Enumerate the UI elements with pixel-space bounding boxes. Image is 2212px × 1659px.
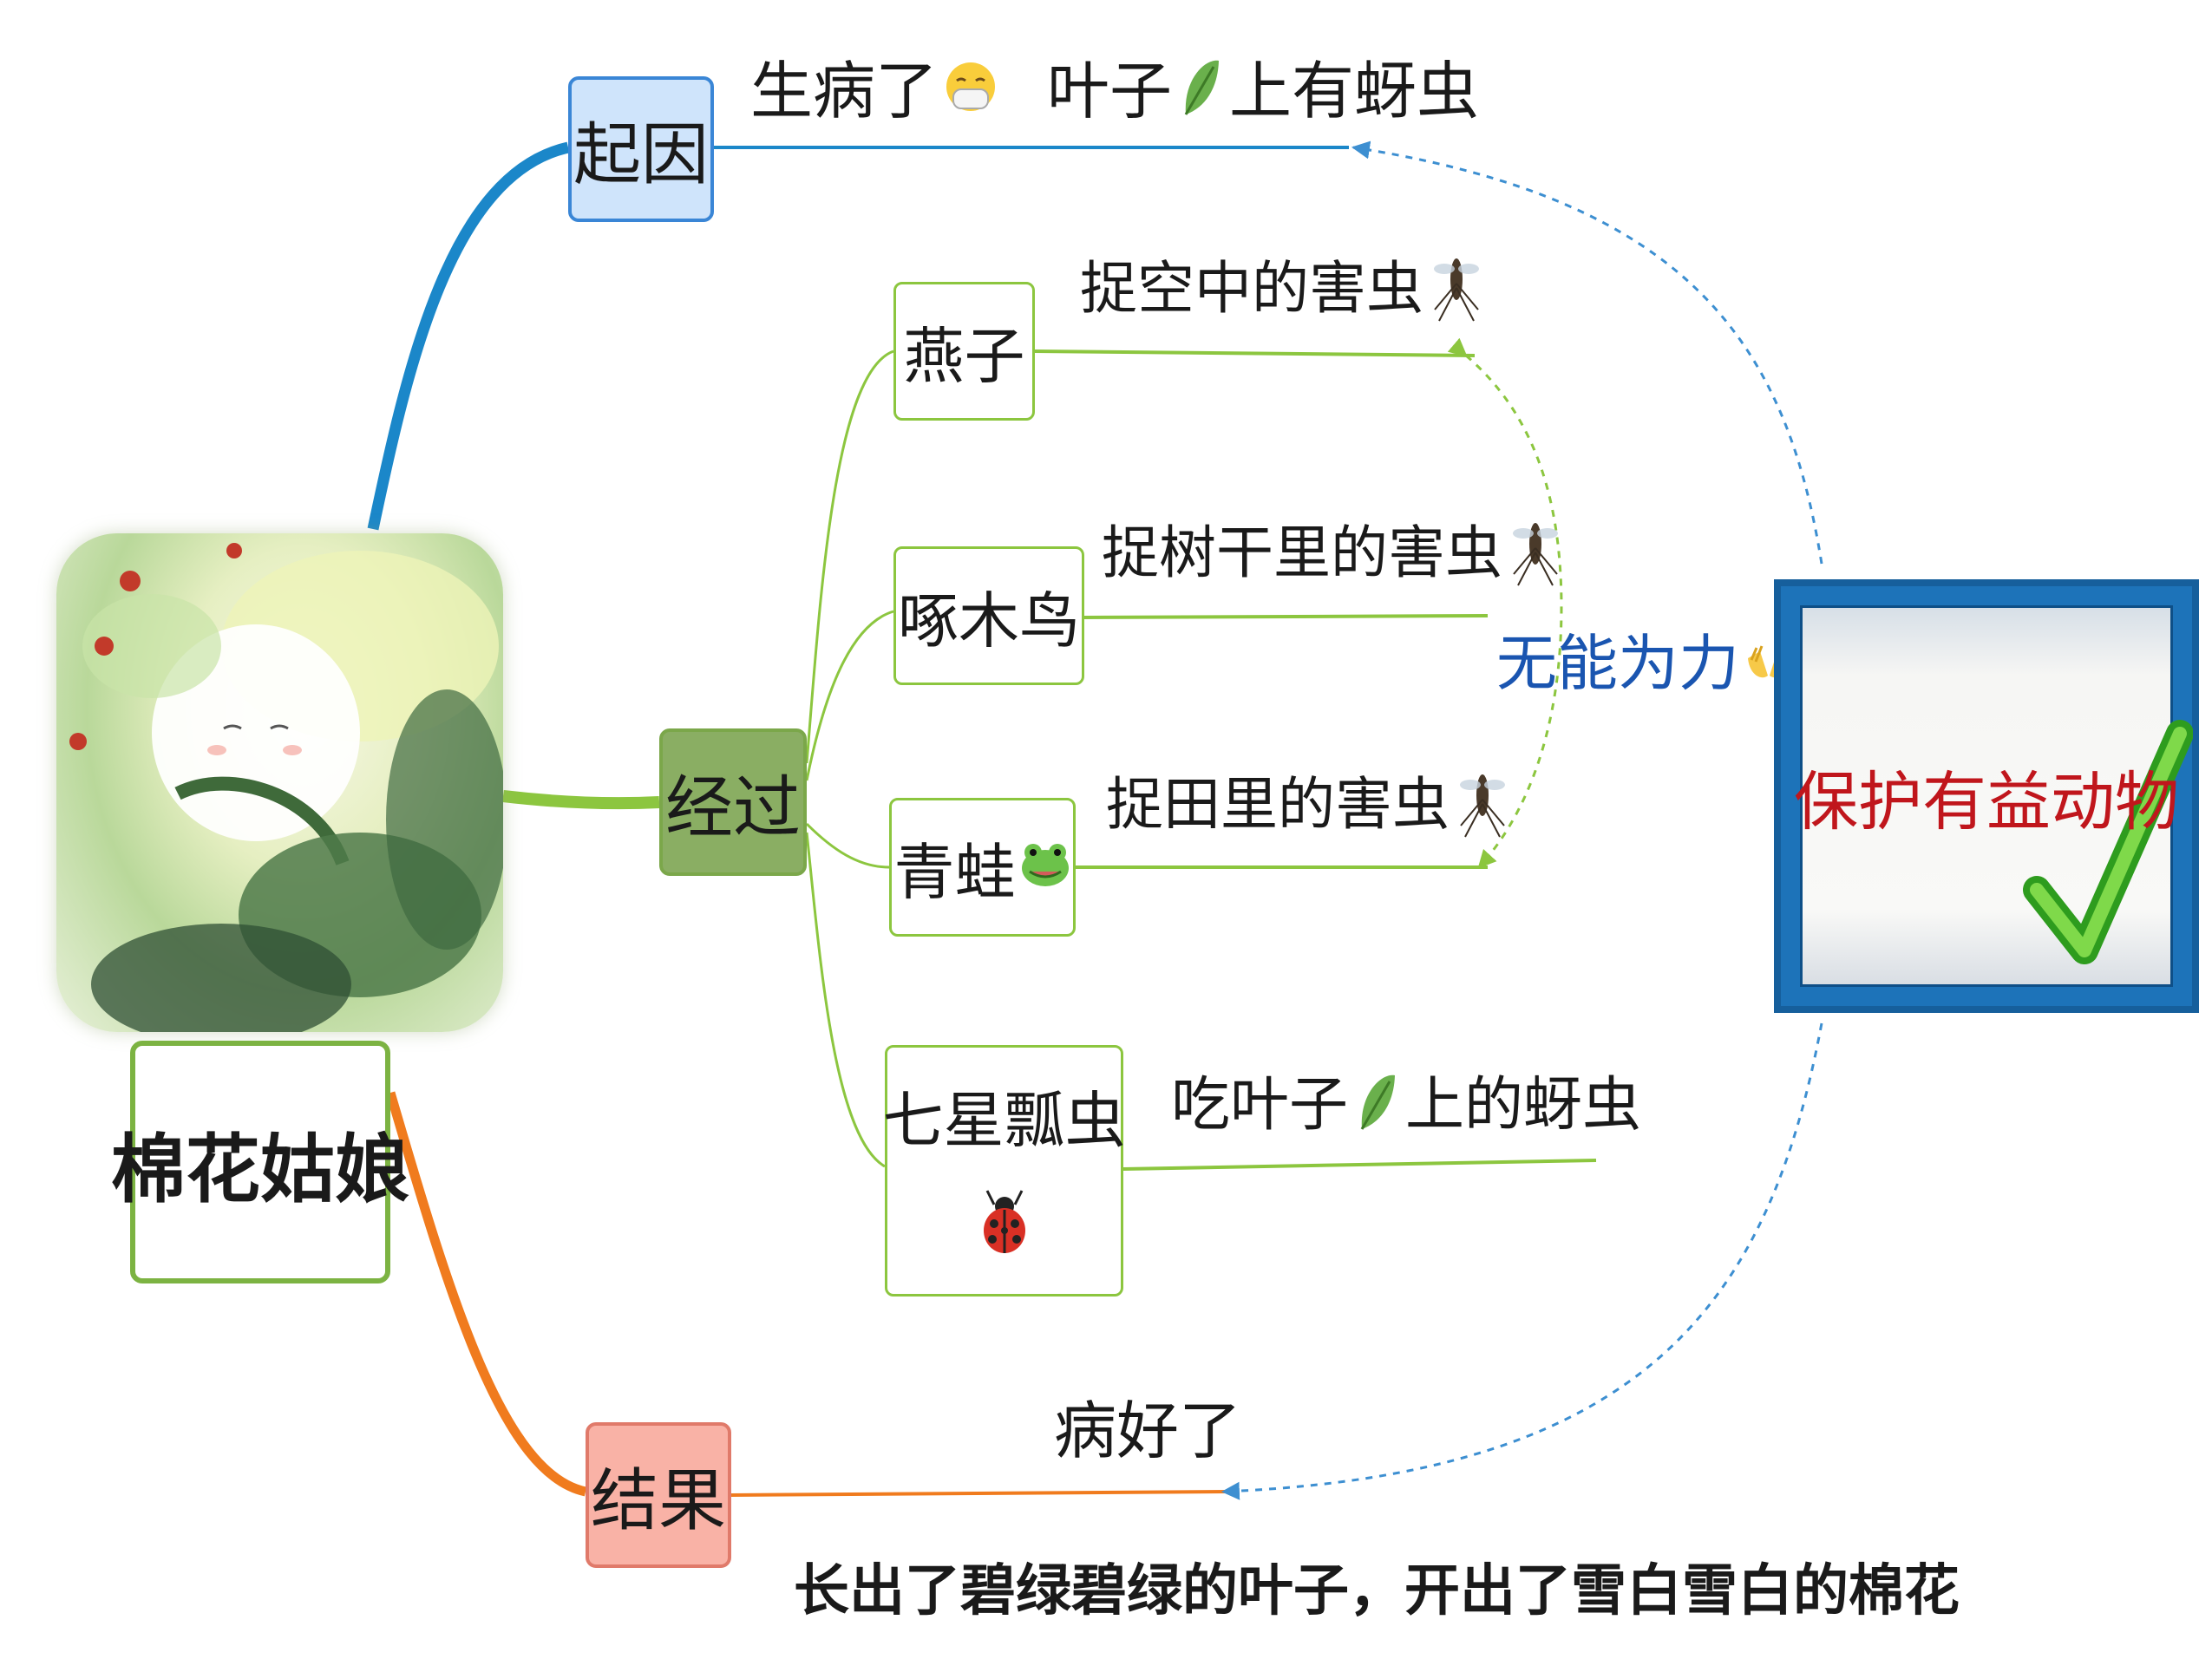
dash-helpless: [1447, 337, 1563, 869]
link-process-piaochong: [805, 832, 886, 1168]
animal-action-piaochong: 吃叶子 上的蚜虫: [1171, 1062, 1641, 1149]
link-root-process: [502, 790, 660, 810]
root-node[interactable]: 棉花姑娘: [111, 1041, 409, 1283]
mosquito-icon: [1509, 509, 1561, 597]
link-process-qingwa: [805, 822, 890, 869]
action-text: 捉田里的害虫: [1106, 770, 1450, 838]
checkmark-icon: [2023, 720, 2193, 964]
cause-detail: 生病了 叶子 上有蚜虫: [750, 48, 1479, 134]
mosquito-icon: [1430, 245, 1482, 332]
leaf-icon: [1179, 54, 1222, 128]
underline-piaochong: [1122, 1159, 1597, 1171]
cause-label: 起因: [573, 116, 709, 194]
animal-label: 啄木鸟: [898, 585, 1080, 656]
animal-action-zhuomuniao: 捉树干里的害虫: [1102, 512, 1568, 594]
mosquito-icon: [1456, 761, 1508, 848]
animal-label: 燕子: [903, 320, 1025, 392]
cause-text-c: 上有蚜虫: [1229, 55, 1480, 127]
underline-zhuomuniao: [1083, 614, 1489, 619]
underline-result: [730, 1490, 1228, 1497]
action-text: 捉空中的害虫: [1080, 254, 1423, 322]
cause-node[interactable]: 起因: [568, 76, 714, 222]
action-text: 捉树干里的害虫: [1102, 519, 1502, 586]
helpless-text: 无能为力: [1496, 628, 1739, 699]
result-detail: 病好了: [1054, 1388, 1241, 1474]
action-text-a: 吃叶子: [1171, 1071, 1349, 1140]
animal-action-yanzi: 捉空中的害虫: [1080, 247, 1489, 330]
mask-face-icon: [945, 56, 997, 127]
root-label: 棉花姑娘: [111, 1126, 409, 1213]
result-note-text: 长出了碧绿碧绿的叶子，开出了雪白雪白的棉花: [794, 1558, 1960, 1623]
process-label: 经过: [664, 769, 801, 847]
result-note: 长出了碧绿碧绿的叶子，开出了雪白雪白的棉花: [794, 1552, 1960, 1630]
protect-text: 保护有益动物: [1794, 764, 2179, 839]
cotton-girl-illustration: [56, 533, 503, 1032]
helpless-callout: 无能为力: [1496, 620, 1793, 707]
underline-yanzi: [1034, 349, 1476, 357]
process-node[interactable]: 经过: [659, 728, 807, 876]
animal-label: 七星瓢虫: [882, 1085, 1126, 1156]
animal-label: 青蛙: [893, 836, 1016, 908]
protect-frame: 保护有益动物: [1774, 579, 2199, 1013]
animal-node-zhuomuniao[interactable]: 啄木鸟: [893, 546, 1084, 685]
link-root-result: [385, 1091, 587, 1497]
dash-protect-to-result: [1221, 1022, 1823, 1500]
result-text: 病好了: [1054, 1394, 1242, 1467]
frog-icon: [1019, 832, 1071, 903]
action-text-b: 上的蚜虫: [1405, 1071, 1642, 1140]
link-process-yanzi: [805, 349, 894, 764]
result-node[interactable]: 结果: [586, 1422, 731, 1568]
animal-action-qingwa: 捉田里的害虫: [1106, 763, 1515, 846]
animal-node-yanzi[interactable]: 燕子: [893, 282, 1035, 421]
animal-node-piaochong[interactable]: 七星瓢虫: [882, 1045, 1126, 1297]
ladybug-icon: [978, 1185, 1031, 1270]
cause-text-a: 生病了: [750, 55, 939, 127]
link-root-cause: [367, 141, 570, 531]
animal-node-qingwa[interactable]: 青蛙: [889, 798, 1076, 937]
result-label: 结果: [590, 1462, 726, 1540]
cause-text-b: 叶子: [1047, 55, 1173, 127]
link-process-zhuomuniao: [805, 610, 894, 781]
leaf-icon: [1355, 1068, 1398, 1144]
